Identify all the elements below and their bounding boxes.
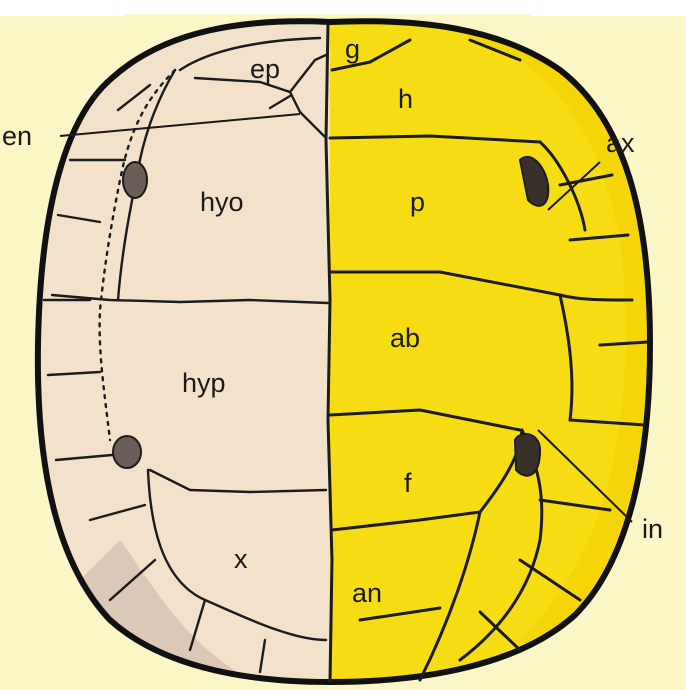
axillary-notch-left [123,162,147,198]
label-ep: ep [250,54,280,84]
label-ax: ax [606,128,635,158]
label-ab: ab [390,323,420,353]
top-white-right [530,0,686,16]
top-white-left [0,0,125,16]
label-h: h [398,84,413,114]
label-p: p [410,187,425,217]
label-en: en [2,121,32,151]
label-an: an [352,578,382,608]
inguinal-notch-left [113,436,141,468]
label-hyp: hyp [182,368,226,398]
inguinal-notch-right [515,434,540,476]
label-g: g [345,34,360,64]
label-in: in [642,514,663,544]
label-f: f [404,468,412,498]
label-x: x [234,544,248,574]
label-hyo: hyo [200,187,244,217]
